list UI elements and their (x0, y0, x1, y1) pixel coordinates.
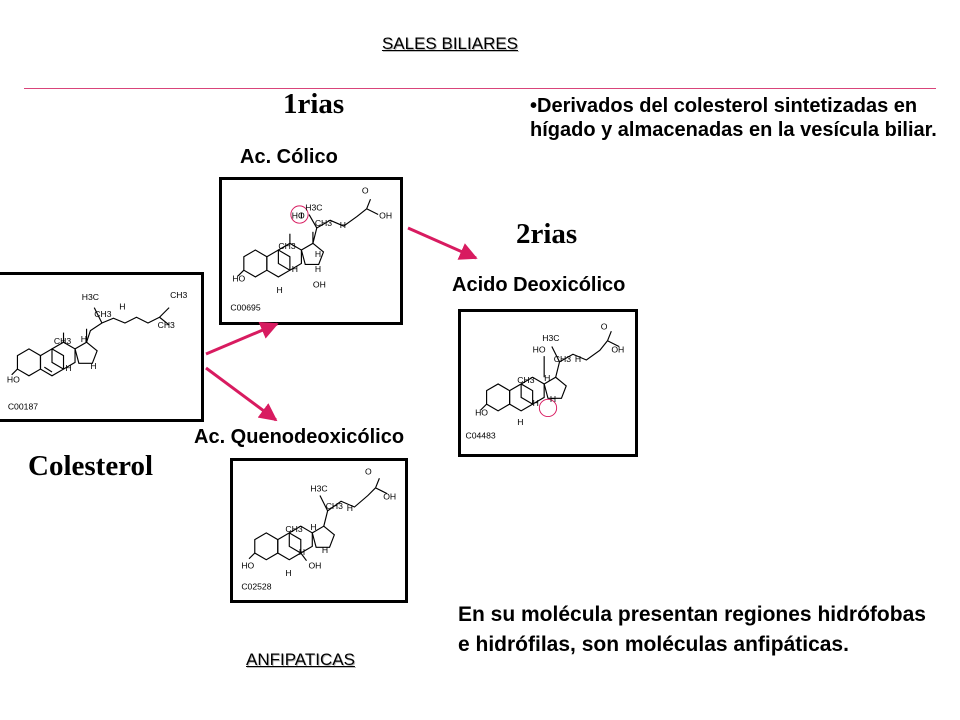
chenodeoxycholic-acid-structure: O OH H3C CH3 H CH3 H H H HO H OH C02528 (230, 458, 408, 603)
bullet-description: •Derivados del colesterol sintetizadas e… (530, 95, 937, 141)
cholic-acid-name: Ac. Cólico (240, 146, 338, 168)
svg-text:H: H (285, 568, 291, 578)
svg-text:H: H (276, 285, 282, 295)
svg-text:OH: OH (611, 344, 624, 354)
svg-text:H: H (575, 354, 581, 364)
footer-amphipathic: ANFIPATICAS (246, 650, 355, 669)
deoxycholic-acid-name: Acido Deoxicólico (452, 274, 626, 296)
svg-text:HO: HO (232, 274, 245, 284)
svg-text:HO: HO (533, 344, 546, 354)
svg-text:CH3: CH3 (326, 501, 343, 511)
svg-text:H: H (347, 503, 353, 513)
svg-text:H3C: H3C (542, 333, 559, 343)
svg-text:H: H (119, 302, 125, 312)
svg-text:O: O (601, 321, 608, 331)
arrow-to-cholic (205, 322, 279, 356)
svg-text:H: H (533, 398, 539, 408)
svg-text:CH3: CH3 (285, 524, 302, 534)
deoxycholic-acid-skeleton: O OH H3C HO CH3 H CH3 H H H HO H C04483 (465, 321, 624, 441)
amphipathic-paragraph: En su molécula presentan regiones hidróf… (458, 603, 926, 656)
primary-bile-salts-label: 1rias (283, 88, 345, 120)
svg-text:CH3: CH3 (554, 354, 571, 364)
svg-text:HO: HO (292, 210, 305, 220)
svg-text:H: H (65, 363, 71, 373)
svg-text:CH3: CH3 (158, 320, 175, 330)
chenodeoxycholic-acid-name: Ac. Quenodeoxicólico (194, 426, 405, 448)
svg-text:H: H (310, 522, 316, 532)
cholesterol-skeleton: H3C H CH3 CH3 CH3 CH3 H H H HO C00187 (7, 290, 188, 411)
svg-text:H: H (315, 249, 321, 259)
svg-text:H: H (322, 545, 328, 555)
svg-text:OH: OH (313, 279, 326, 289)
deoxycholic-acid-code: C04483 (465, 431, 495, 441)
svg-text:H: H (340, 220, 346, 230)
svg-text:H: H (299, 547, 305, 557)
arrow-to-deoxycholic (407, 226, 478, 260)
chenodeoxycholic-acid-skeleton: O OH H3C CH3 H CH3 H H H HO H OH C02528 (241, 466, 396, 591)
svg-text:H: H (90, 361, 96, 371)
cholesterol-structure: H3C H CH3 CH3 CH3 CH3 H H H HO C00187 (0, 272, 204, 422)
svg-text:O: O (362, 185, 369, 195)
cholic-acid-skeleton: O OH H3C HO CH3 H CH3 H H H HO H OH C006… (230, 185, 392, 312)
slide-title: SALES BILIARES (381, 34, 519, 53)
svg-text:CH3: CH3 (170, 290, 187, 300)
svg-text:CH3: CH3 (278, 241, 295, 251)
svg-text:CH3: CH3 (54, 336, 71, 346)
cholesterol-name: Colesterol (28, 450, 154, 482)
chenodeoxycholic-acid-code: C02528 (241, 581, 271, 591)
svg-text:H: H (81, 334, 87, 344)
svg-text:H: H (315, 264, 321, 274)
svg-text:CH3: CH3 (315, 218, 332, 228)
svg-text:OH: OH (383, 491, 396, 501)
svg-text:H: H (517, 417, 523, 427)
svg-text:O: O (365, 466, 372, 476)
svg-text:HO: HO (241, 560, 254, 570)
title-divider (24, 88, 936, 89)
svg-text:H3C: H3C (310, 484, 327, 494)
svg-text:CH3: CH3 (517, 375, 534, 385)
cholic-acid-code: C00695 (230, 302, 260, 312)
svg-text:H: H (292, 264, 298, 274)
svg-text:OH: OH (308, 560, 321, 570)
svg-text:H3C: H3C (82, 292, 99, 302)
svg-text:CH3: CH3 (94, 309, 111, 319)
arrow-to-chenodeoxycholic (205, 366, 278, 422)
secondary-bile-salts-label: 2rias (516, 218, 578, 250)
cholesterol-code: C00187 (8, 401, 38, 411)
svg-text:OH: OH (379, 210, 392, 220)
svg-text:H: H (544, 373, 550, 383)
cholic-acid-structure: O OH H3C HO CH3 H CH3 H H H HO H OH C006… (219, 177, 403, 325)
svg-text:H: H (550, 394, 556, 404)
svg-text:H3C: H3C (305, 203, 322, 213)
svg-text:HO: HO (7, 375, 20, 385)
svg-text:HO: HO (475, 408, 488, 418)
deoxycholic-acid-structure: O OH H3C HO CH3 H CH3 H H H HO H C04483 (458, 309, 638, 457)
